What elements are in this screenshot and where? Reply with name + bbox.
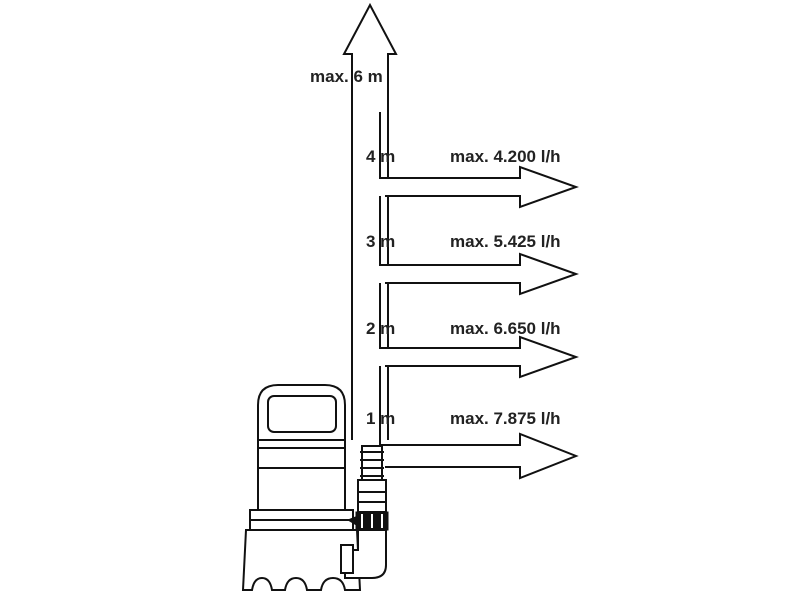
pump-motor-body: [257, 447, 346, 511]
submersible-pump-illustration: [241, 384, 389, 591]
pump-lever: [346, 515, 359, 527]
height-label-1m: 1 m: [366, 409, 395, 428]
pump-connector-body: [357, 479, 387, 513]
height-label-4m: 4 m: [366, 147, 395, 166]
flow-label-2m: max. 6.650 l/h: [450, 319, 561, 338]
pump-ring-lower: [249, 519, 354, 531]
flow-arrow-2m: [379, 283, 579, 379]
height-label-2m: 2 m: [366, 319, 395, 338]
flow-arrow-3m: [379, 196, 579, 296]
flow-label-3m: max. 5.425 l/h: [450, 232, 561, 251]
height-label-3m: 3 m: [366, 232, 395, 251]
pump-base: [241, 529, 362, 591]
pump-handle-opening: [267, 395, 337, 433]
pump-ring-upper: [249, 509, 354, 521]
max-head-arrow: [342, 2, 398, 440]
flow-arrow-4m: [379, 112, 579, 209]
flow-arrow-1m: [379, 366, 579, 480]
pump-outlet-flange: [340, 544, 354, 574]
flow-label-1m: max. 7.875 l/h: [450, 409, 561, 428]
max-head-label: max. 6 m: [310, 67, 383, 86]
pump-hose-nozzle: [361, 445, 383, 481]
flow-label-4m: max. 4.200 l/h: [450, 147, 561, 166]
